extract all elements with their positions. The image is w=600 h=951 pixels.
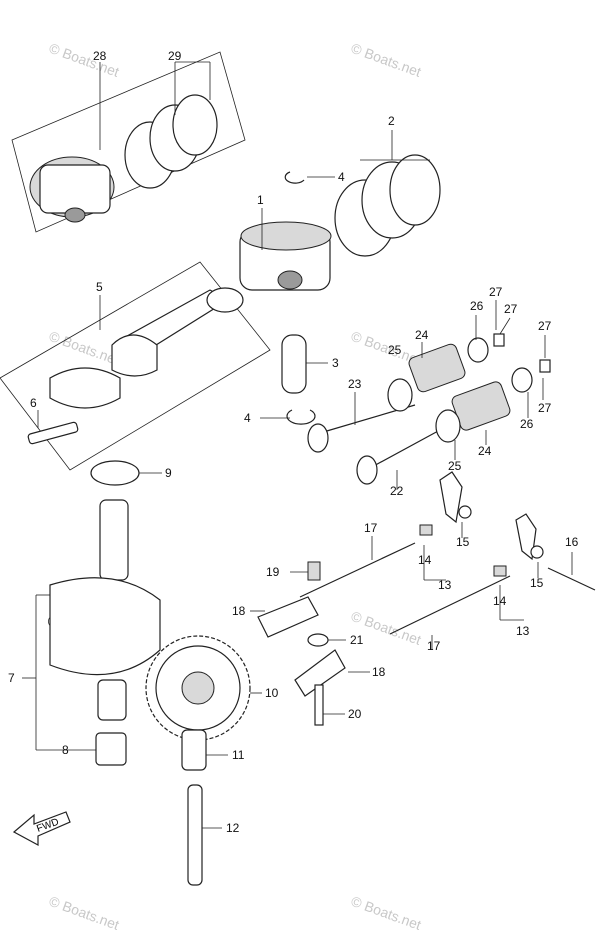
pin-3 xyxy=(281,334,307,394)
callout-28: 28 xyxy=(93,49,107,63)
callout-14: 14 xyxy=(493,594,507,608)
piston-kit-box xyxy=(11,51,246,233)
retainer-25b xyxy=(435,409,461,443)
callout-10: 10 xyxy=(265,686,279,700)
callout-24: 24 xyxy=(415,328,429,342)
valves xyxy=(307,392,441,490)
rod-cap xyxy=(49,367,121,409)
callout-labels: 28 29 2 4 1 5 26 27 27 27 24 25 3 23 6 2… xyxy=(8,49,579,835)
callout-4: 4 xyxy=(338,170,345,184)
arm-18b xyxy=(294,649,346,697)
spring-14a xyxy=(419,524,433,536)
callout-26: 26 xyxy=(520,417,534,431)
callout-27: 27 xyxy=(504,302,518,316)
watermark: © Boats.net xyxy=(47,893,122,933)
callout-20: 20 xyxy=(348,707,362,721)
callout-25: 25 xyxy=(448,459,462,473)
callout-26: 26 xyxy=(470,299,484,313)
rocker-13a xyxy=(439,471,463,524)
callout-23: 23 xyxy=(348,377,362,391)
callout-1: 1 xyxy=(257,193,264,207)
callout-3: 3 xyxy=(332,356,339,370)
callout-13: 13 xyxy=(438,578,452,592)
watermark: © Boats.net xyxy=(349,893,424,933)
kit-outline xyxy=(11,51,246,233)
callout-17: 17 xyxy=(364,521,378,535)
callout-15: 15 xyxy=(456,535,470,549)
valve-springs xyxy=(387,300,551,460)
callout-19: 19 xyxy=(266,565,280,579)
rocker-assembly xyxy=(250,471,596,726)
valve-22 xyxy=(369,429,441,469)
callout-21: 21 xyxy=(350,633,364,647)
rocker-13b xyxy=(515,513,537,561)
tappet-11 xyxy=(181,729,207,771)
callout-27: 27 xyxy=(538,401,552,415)
fwd-arrow-shape xyxy=(12,811,71,847)
ring-2c xyxy=(389,154,441,226)
ring-29c xyxy=(172,94,218,156)
oil-seal-9 xyxy=(90,460,140,486)
watermark: © Boats.net xyxy=(47,328,122,368)
callout-13: 13 xyxy=(516,624,530,638)
callout-17: 17 xyxy=(427,639,441,653)
callout-16: 16 xyxy=(565,535,579,549)
shaft-16 xyxy=(547,567,596,591)
callout-27: 27 xyxy=(538,319,552,333)
piston-assembly xyxy=(239,130,441,291)
spring-24a xyxy=(408,343,466,393)
pin-20 xyxy=(314,684,324,726)
callout-14: 14 xyxy=(418,553,432,567)
nut-15b xyxy=(530,545,544,559)
retainer-25a xyxy=(387,378,413,412)
washer-21 xyxy=(307,633,329,647)
callout-24: 24 xyxy=(478,444,492,458)
crank-end xyxy=(99,499,129,581)
arm-18a xyxy=(257,596,319,638)
callout-15: 15 xyxy=(530,576,544,590)
callout-12: 12 xyxy=(226,821,240,835)
connecting-rod-box xyxy=(0,261,271,471)
callout-29: 29 xyxy=(168,49,182,63)
spring-19 xyxy=(307,561,321,581)
cam-gear xyxy=(145,635,262,886)
callout-22: 22 xyxy=(390,484,404,498)
keeper-27a xyxy=(493,333,505,347)
callout-5: 5 xyxy=(96,280,103,294)
watermark: © Boats.net xyxy=(349,40,424,80)
crankshaft-assembly xyxy=(22,460,162,766)
callout-18: 18 xyxy=(232,604,246,618)
callout-7: 7 xyxy=(8,671,15,685)
piston-body-28 xyxy=(39,164,111,214)
piston-pin xyxy=(260,334,328,425)
callout-8: 8 xyxy=(62,743,69,757)
pin-boss-28 xyxy=(64,207,86,223)
bolt-6 xyxy=(27,421,79,445)
circlip-4-bottom xyxy=(286,409,316,425)
callout-25: 25 xyxy=(388,343,402,357)
shaft-17b xyxy=(389,575,511,635)
callout-9: 9 xyxy=(165,466,172,480)
fwd-arrow: FWD xyxy=(12,811,71,847)
callout-2: 2 xyxy=(388,114,395,128)
keeper-27b xyxy=(539,359,551,373)
callout-27: 27 xyxy=(489,285,503,299)
callout-6: 6 xyxy=(30,396,37,410)
retainer-26a xyxy=(467,337,489,363)
retainer-26b xyxy=(511,367,533,393)
watermark: © Boats.net xyxy=(47,40,122,80)
shaft-17a xyxy=(299,542,416,598)
spring-14b xyxy=(493,565,507,577)
nut-15a xyxy=(458,505,472,519)
callout-18: 18 xyxy=(372,665,386,679)
crankshaft-7 xyxy=(49,577,161,676)
bearing-8 xyxy=(95,732,127,766)
pushrod-12 xyxy=(187,784,203,886)
circlip-4-top xyxy=(284,171,305,184)
callout-11: 11 xyxy=(232,748,245,762)
callout-4: 4 xyxy=(244,411,251,425)
